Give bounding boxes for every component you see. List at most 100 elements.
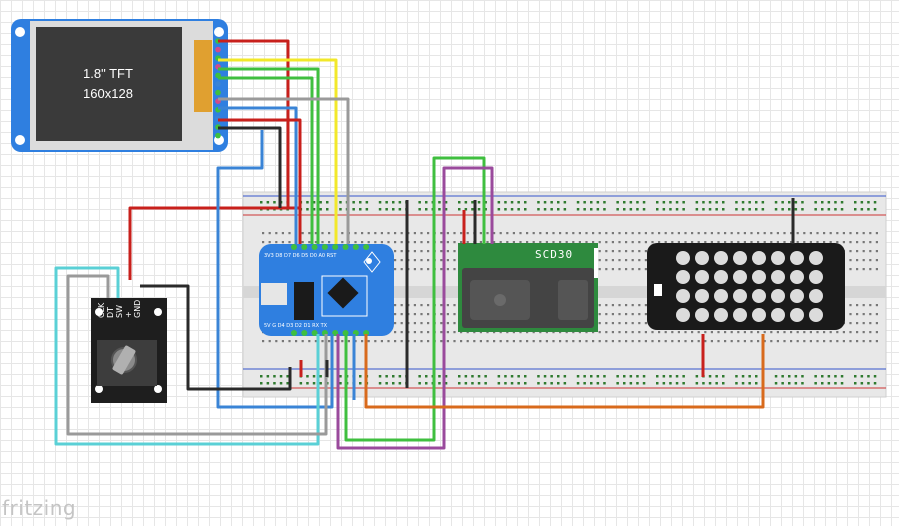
breadboard-hole bbox=[722, 201, 725, 204]
breadboard-hole bbox=[671, 241, 674, 244]
breadboard-hole bbox=[598, 250, 601, 253]
breadboard-hole bbox=[722, 208, 725, 211]
breadboard-hole bbox=[788, 375, 791, 378]
breadboard-hole bbox=[763, 340, 766, 343]
breadboard-hole bbox=[484, 201, 487, 204]
breadboard-hole bbox=[596, 208, 600, 211]
breadboard-hole bbox=[413, 241, 416, 244]
breadboard-hole bbox=[735, 382, 738, 385]
breadboard-hole bbox=[543, 201, 547, 204]
breadboard-hole bbox=[583, 201, 586, 204]
wire bbox=[344, 156, 486, 442]
breadboard-hole bbox=[869, 322, 872, 325]
breadboard-hole bbox=[636, 201, 639, 204]
tft-screen-label: 1.8" TFT 160x128 bbox=[38, 64, 178, 104]
led-pixel bbox=[733, 289, 747, 303]
breadboard-hole bbox=[862, 322, 865, 325]
breadboard-hole bbox=[783, 331, 786, 334]
breadboard-hole bbox=[400, 241, 403, 244]
breadboard-hole bbox=[385, 201, 388, 204]
breadboard-hole bbox=[578, 241, 581, 244]
breadboard-hole bbox=[821, 201, 824, 204]
breadboard-hole bbox=[623, 382, 626, 385]
breadboard-hole bbox=[737, 232, 740, 235]
breadboard-hole bbox=[737, 331, 740, 334]
breadboard-hole bbox=[385, 375, 388, 378]
led-pixel bbox=[695, 308, 709, 322]
breadboard-hole bbox=[493, 340, 496, 343]
breadboard-hole bbox=[506, 331, 509, 334]
breadboard-hole bbox=[418, 375, 421, 378]
led-pixel bbox=[809, 251, 823, 265]
breadboard-hole bbox=[341, 232, 344, 235]
breadboard-hole bbox=[821, 375, 824, 378]
breadboard-hole bbox=[400, 250, 403, 253]
breadboard-hole bbox=[638, 250, 641, 253]
breadboard-hole bbox=[715, 208, 718, 211]
breadboard-hole bbox=[477, 201, 481, 204]
breadboard-hole bbox=[741, 201, 745, 204]
breadboard-hole bbox=[834, 382, 837, 385]
breadboard-hole bbox=[631, 250, 634, 253]
breadboard-hole bbox=[625, 331, 628, 334]
breadboard-hole bbox=[684, 232, 687, 235]
breadboard-hole bbox=[592, 340, 595, 343]
breadboard-hole bbox=[816, 331, 819, 334]
breadboard-hole bbox=[262, 241, 265, 244]
breadboard-hole bbox=[394, 232, 397, 235]
breadboard-hole bbox=[413, 232, 416, 235]
breadboard-hole bbox=[671, 331, 674, 334]
breadboard-hole bbox=[286, 375, 289, 378]
wire bbox=[218, 126, 282, 208]
breadboard-hole bbox=[576, 208, 580, 211]
breadboard-hole bbox=[724, 340, 727, 343]
breadboard-hole bbox=[682, 382, 685, 385]
breadboard-hole bbox=[836, 241, 839, 244]
breadboard-hole bbox=[460, 331, 463, 334]
breadboard-hole bbox=[427, 250, 430, 253]
breadboard-hole bbox=[625, 313, 628, 316]
breadboard-hole bbox=[400, 313, 403, 316]
breadboard-hole bbox=[295, 340, 298, 343]
breadboard-hole bbox=[717, 331, 720, 334]
breadboard-hole bbox=[605, 313, 608, 316]
breadboard-hole bbox=[413, 268, 416, 271]
breadboard-hole bbox=[493, 241, 496, 244]
breadboard-hole bbox=[367, 232, 370, 235]
breadboard-hole bbox=[453, 313, 456, 316]
breadboard-hole bbox=[605, 331, 608, 334]
breadboard-hole bbox=[352, 208, 355, 211]
breadboard-hole bbox=[816, 232, 819, 235]
breadboard-hole bbox=[856, 322, 859, 325]
wire bbox=[336, 166, 494, 450]
tft-screen-resolution: 160x128 bbox=[83, 86, 133, 101]
breadboard-hole bbox=[605, 250, 608, 253]
wemos-pin bbox=[363, 244, 370, 250]
breadboard-hole bbox=[557, 208, 560, 211]
breadboard-hole bbox=[598, 241, 601, 244]
breadboard-hole bbox=[394, 331, 397, 334]
breadboard-hole bbox=[691, 340, 694, 343]
breadboard-hole bbox=[625, 340, 628, 343]
breadboard-hole bbox=[427, 322, 430, 325]
breadboard-hole bbox=[260, 375, 263, 378]
breadboard-hole bbox=[312, 201, 316, 204]
encoder-pin-gnd: GND bbox=[133, 299, 142, 318]
breadboard-hole bbox=[359, 208, 362, 211]
breadboard-hole bbox=[794, 208, 798, 211]
led-pixel bbox=[714, 308, 728, 322]
breadboard-hole bbox=[598, 268, 601, 271]
breadboard-hole bbox=[658, 331, 661, 334]
breadboard-hole bbox=[757, 331, 760, 334]
breadboard-hole bbox=[710, 232, 713, 235]
breadboard-hole bbox=[446, 241, 449, 244]
wemos-pin bbox=[291, 330, 297, 336]
breadboard-hole bbox=[636, 375, 639, 378]
breadboard-hole bbox=[629, 208, 633, 211]
breadboard-hole bbox=[565, 340, 568, 343]
breadboard-hole bbox=[519, 340, 522, 343]
breadboard-hole bbox=[827, 208, 831, 211]
breadboard-hole bbox=[656, 208, 659, 211]
breadboard-hole bbox=[862, 241, 865, 244]
breadboard-hole bbox=[299, 382, 303, 385]
